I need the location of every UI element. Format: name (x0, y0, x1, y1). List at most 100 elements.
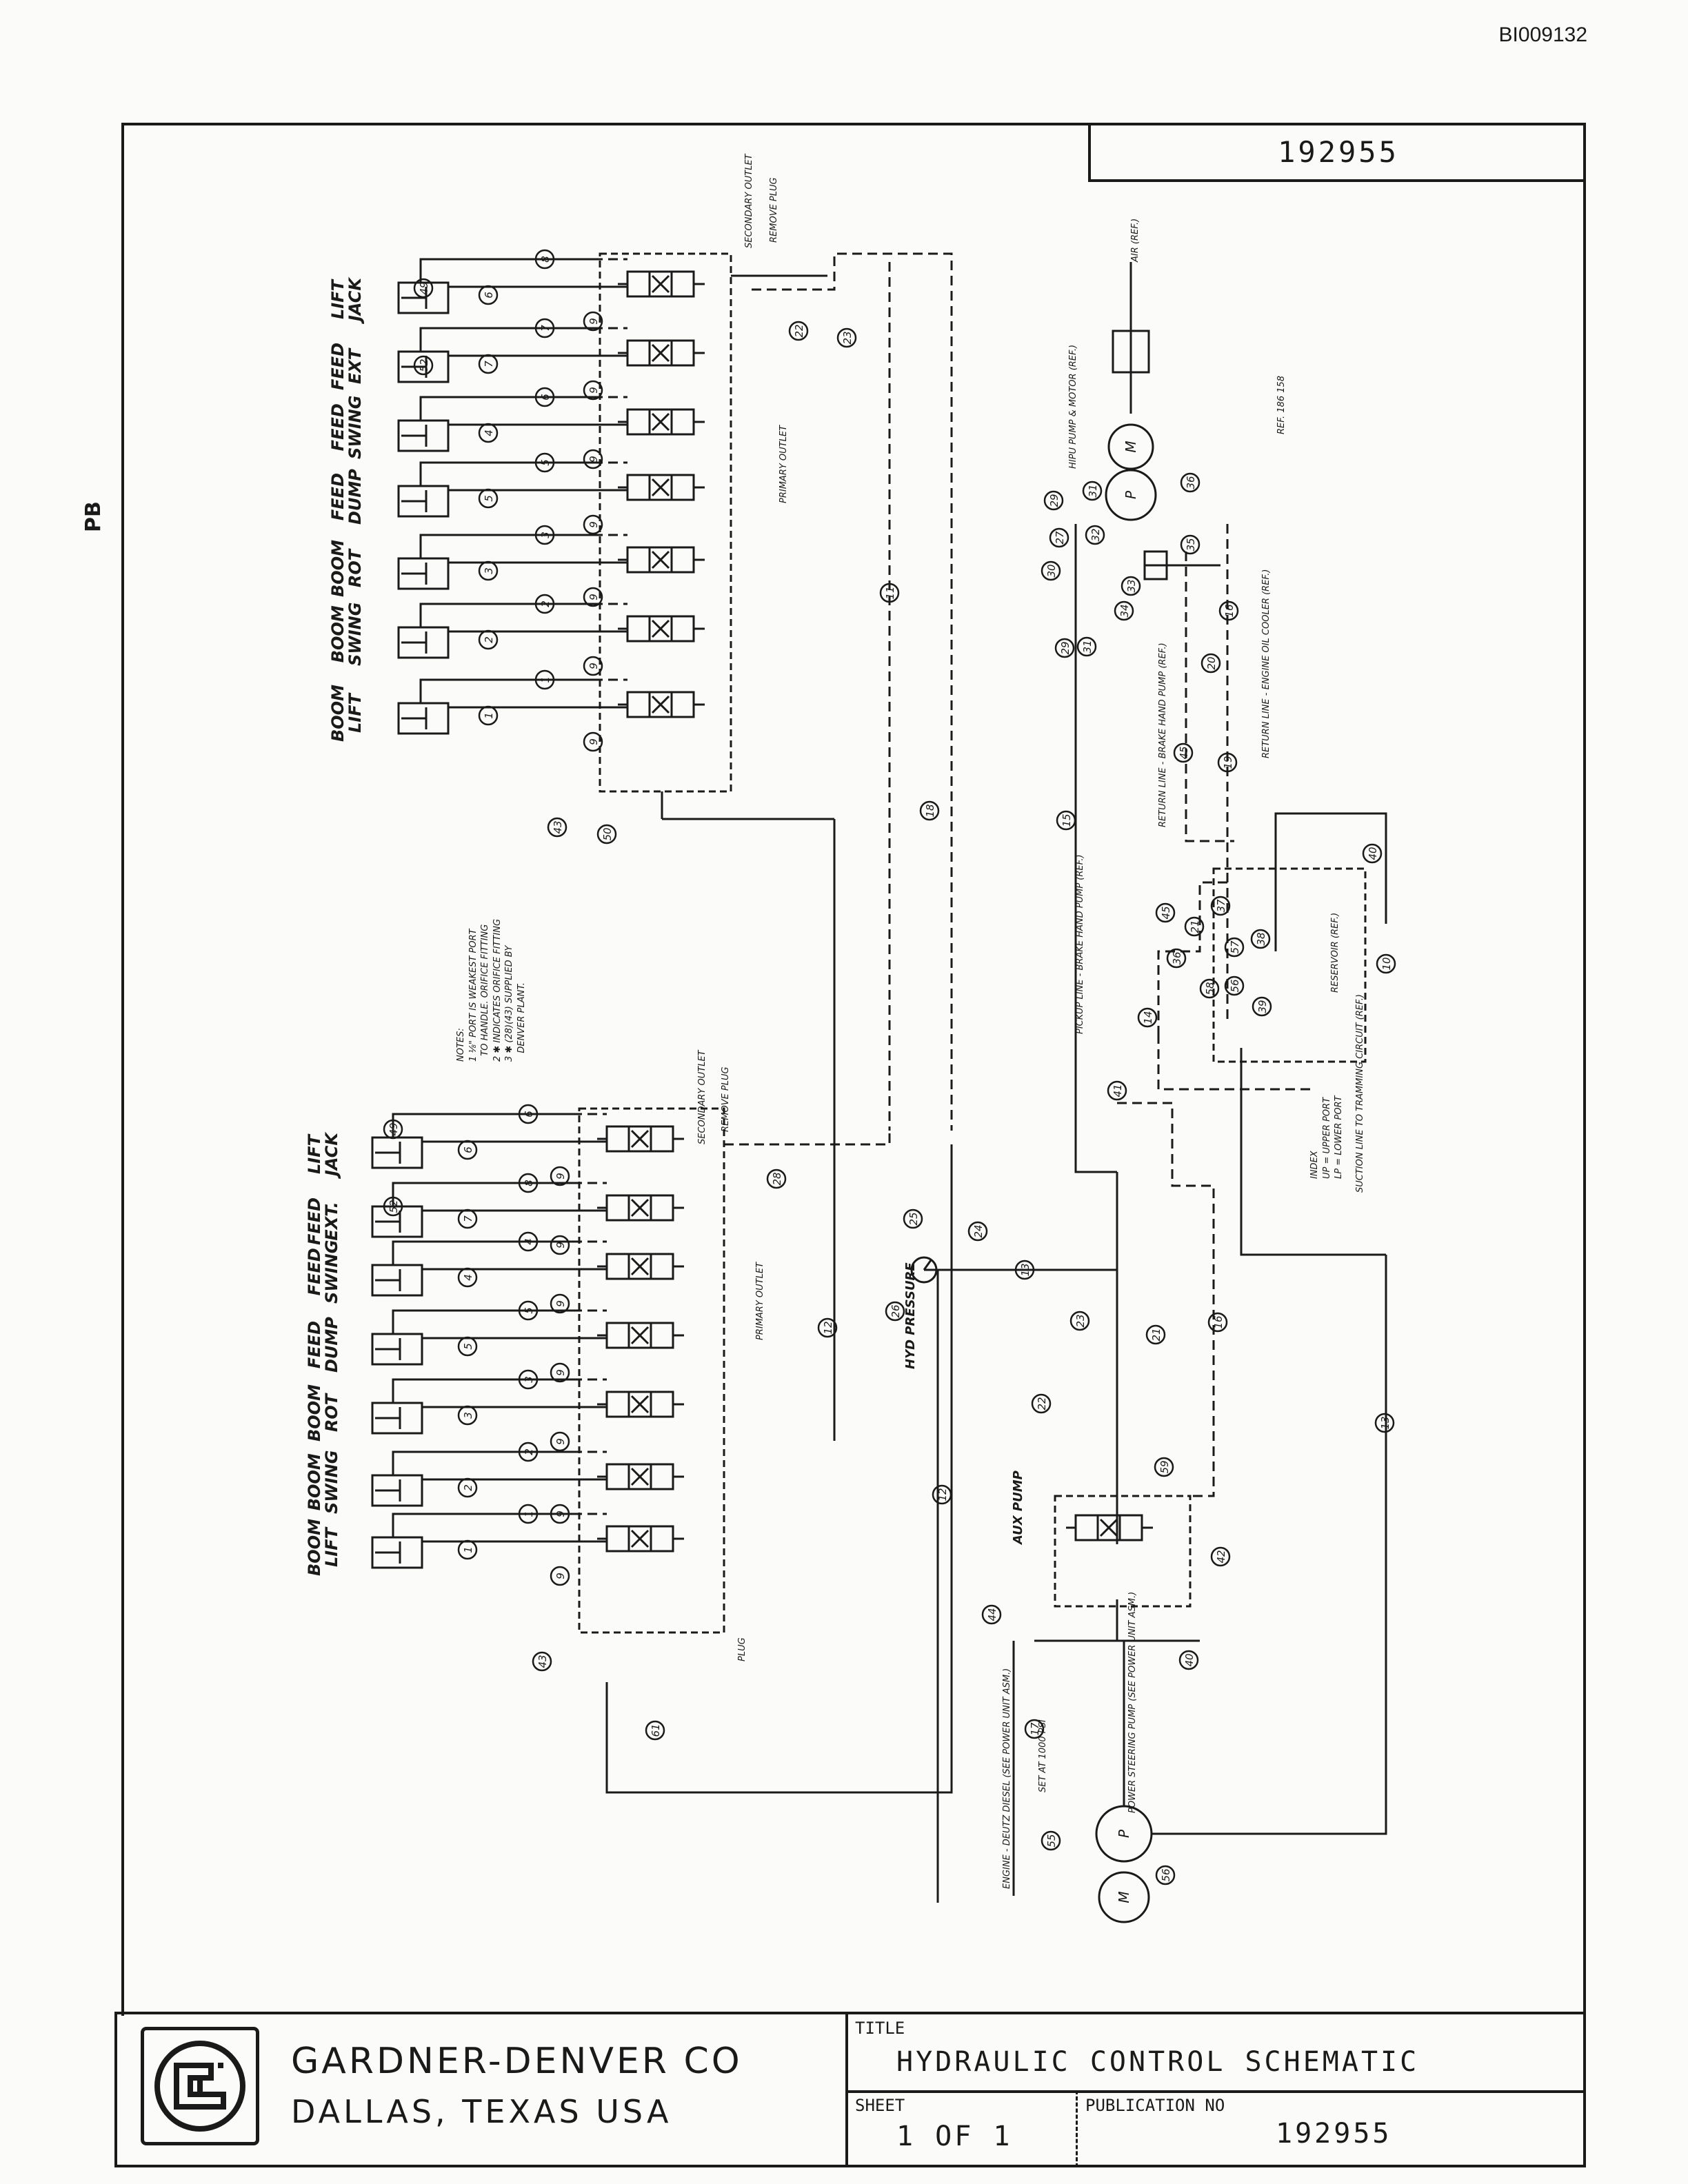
hydraulic-line (419, 396, 593, 421)
valve-arrow (630, 1529, 650, 1548)
callout-bubble (534, 525, 555, 545)
callout-bubble (550, 1235, 570, 1255)
relief-valve (1143, 550, 1168, 580)
callout-number: 9 (554, 1173, 567, 1180)
callout-bubble (583, 311, 603, 332)
callout-bubble (550, 1504, 570, 1524)
callout-bubble (518, 1504, 539, 1524)
callout-bubble (1043, 490, 1064, 511)
hipu-motor-letter: M (1123, 441, 1139, 452)
lower-cylinder (371, 1474, 423, 1507)
callout-number: 3 (483, 567, 495, 574)
sheet-value: 1 OF 1 (896, 2121, 1013, 2152)
callout-bubble (518, 1300, 539, 1321)
lower-bank-label: LIFT JACK (305, 1133, 342, 1176)
valve-arrow (651, 550, 670, 569)
callout-number: 29 (1059, 641, 1072, 654)
callout-bubble (1199, 978, 1220, 999)
callout-number: 23 (841, 331, 854, 344)
callout-number: 50 (601, 827, 614, 840)
callout-bubble (1155, 902, 1176, 923)
callout-bubble (518, 1369, 539, 1390)
lower-bank-label: FEED EXT. (305, 1197, 342, 1245)
callout-bubble (1217, 752, 1238, 773)
callout-number: 1 (523, 1510, 535, 1517)
valve-arrow (630, 1129, 650, 1149)
general-notes: NOTES: 1 ⅛" PORT IS WEAKEST PORT TO HAND… (456, 918, 527, 1062)
callout-bubble (1250, 929, 1271, 949)
primary-outlet-upper: PRIMARY OUTLET (778, 425, 789, 503)
hydraulic-line (1157, 881, 1227, 1034)
callout-number: 8 (523, 1180, 535, 1186)
callout-number: 12 (936, 1488, 949, 1501)
callout-number: 9 (587, 663, 600, 669)
callout-number: 9 (587, 456, 600, 463)
pickup-brake-label: PICKUP LINE - BRAKE HAND PUMP (REF.) (1075, 854, 1085, 1034)
callout-number: 17 (1029, 1722, 1041, 1736)
callout-number: 1 (483, 712, 495, 719)
callout-number: 57 (1229, 940, 1241, 954)
callout-number: 1 (462, 1546, 474, 1553)
lower-cylinder (371, 1536, 423, 1569)
callout-bubble (532, 1651, 552, 1672)
callout-bubble (583, 380, 603, 401)
callout-number: 29 (1048, 494, 1061, 507)
callout-bubble (550, 1166, 570, 1186)
upper-cylinder (397, 419, 450, 452)
drawing-title: HYDRAULIC CONTROL SCHEMATIC (896, 2046, 1420, 2078)
callout-number: 22 (793, 324, 805, 337)
hydraulic-line (392, 1513, 572, 1537)
callout-bubble (596, 824, 617, 845)
callout-bubble (817, 1317, 838, 1338)
callout-bubble (1041, 560, 1061, 581)
gardner-denver-emblem-icon (154, 2041, 245, 2132)
document-id: BI009132 (1498, 23, 1587, 46)
sheet-divider (1076, 2090, 1078, 2167)
callout-number: 9 (554, 1438, 567, 1445)
hydraulic-line (1274, 812, 1387, 951)
callout-number: 42 (1215, 1550, 1227, 1563)
callout-number: 43 (536, 1655, 549, 1668)
callout-number: 6 (523, 1111, 535, 1118)
publication-number: 192955 (1276, 2118, 1392, 2150)
callout-bubble (518, 1173, 539, 1193)
callout-number: 45 (1160, 906, 1172, 919)
aux-pump-housing (1054, 1495, 1192, 1608)
callout-bubble (885, 1301, 905, 1322)
top-publication-number: 192955 (1088, 124, 1586, 182)
hydraulic-line (419, 534, 593, 558)
hyd-pressure-label: HYD PRESSURE (903, 1262, 918, 1369)
callout-bubble (1376, 953, 1396, 974)
hydraulic-line (392, 1450, 572, 1475)
upper-cylinder (397, 626, 450, 659)
callout-bubble (478, 488, 499, 509)
reservoir-label: RESERVOIR (REF.) (1330, 912, 1340, 993)
lower-cylinder (371, 1402, 423, 1435)
callout-bubble (1374, 1413, 1395, 1433)
upper-bank-label: LIFT JACK (328, 278, 365, 321)
callout-number: 30 (1045, 564, 1058, 577)
callout-number: 5 (523, 1307, 535, 1314)
upper-bank-housing (599, 252, 732, 793)
callout-number: 16 (1212, 1315, 1225, 1328)
pressure-line (938, 1172, 1118, 1544)
hydraulic-line (1117, 1102, 1215, 1310)
valve-arrow (651, 619, 670, 638)
callout-number: 24 (972, 1224, 985, 1237)
callout-number: 36 (1185, 476, 1197, 489)
callout-bubble (1362, 843, 1383, 864)
callout-number: 55 (1045, 1834, 1058, 1847)
callout-bubble (550, 1431, 570, 1452)
callout-number: 22 (1036, 1397, 1048, 1410)
callout-bubble (1121, 576, 1141, 596)
upper-cylinder (397, 485, 450, 518)
callout-number: 4 (483, 429, 495, 436)
lower-cylinder (371, 1333, 423, 1366)
hipu-motor (1107, 423, 1154, 470)
secondary-outlet-upper: SECONDARY OUTLET (744, 154, 754, 248)
callout-bubble (534, 387, 555, 407)
callout-number: 2 (539, 600, 552, 607)
gauge-needle (923, 1260, 932, 1271)
secondary-outlet-lower: SECONDARY OUTLET (697, 1050, 707, 1144)
suction-label: SUCTION LINE TO TRAMMING CIRCUIT (REF.) (1355, 994, 1365, 1193)
